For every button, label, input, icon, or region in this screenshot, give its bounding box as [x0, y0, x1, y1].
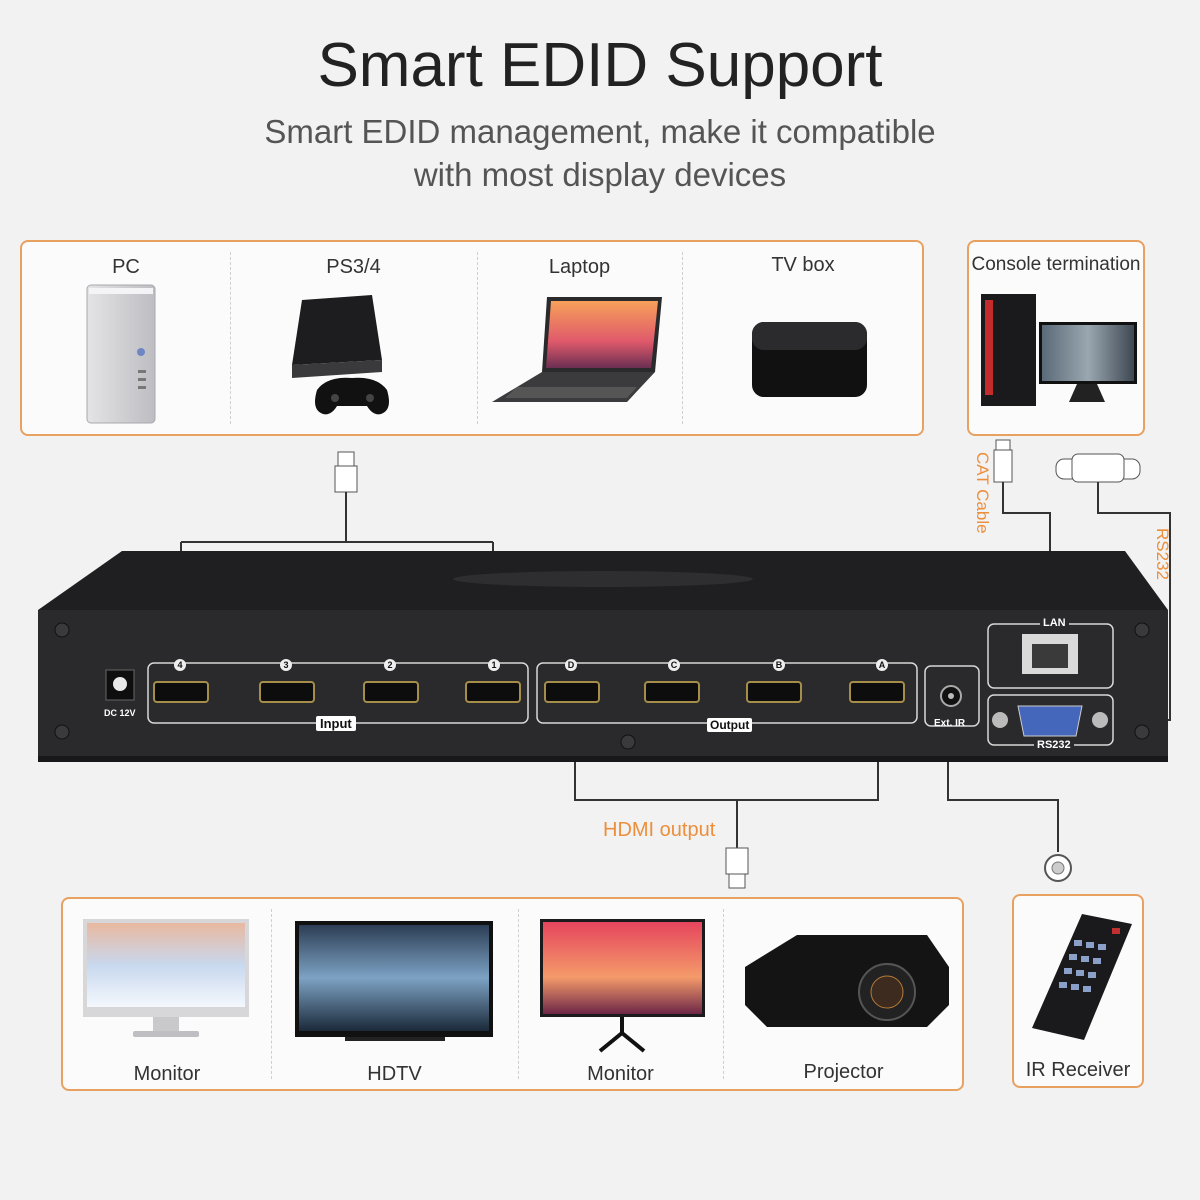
display-monitor-1: Monitor: [63, 899, 271, 1089]
remote-control-icon: [1032, 914, 1132, 1040]
ir-jack-icon: [1044, 854, 1072, 882]
rj45-plug-icon: [993, 439, 1013, 483]
source-tvbox: TV box: [682, 242, 924, 434]
lan-label: LAN: [1040, 617, 1069, 629]
hdmi-plug-icon: [725, 847, 749, 889]
rs232-port-label: RS232: [1034, 739, 1074, 751]
display-projector: Projector: [723, 899, 964, 1089]
input-port-number: 4: [174, 659, 186, 671]
divider: [723, 909, 724, 1079]
dc-power-label: DC 12V: [104, 708, 136, 718]
output-port-letter: A: [876, 659, 888, 671]
ir-panel: IR Receiver: [1012, 894, 1144, 1088]
display-label: Projector: [803, 1061, 884, 1083]
display-label: Monitor: [587, 1063, 654, 1085]
source-label: PC: [112, 256, 140, 278]
console-label: Console termination: [971, 254, 1141, 275]
input-port-number: 3: [280, 659, 292, 671]
divider: [477, 252, 478, 424]
pc-tower-icon: [86, 284, 156, 424]
displays-panel: Monitor HDTV Monitor Projector: [61, 897, 964, 1091]
display-label: Monitor: [133, 1063, 201, 1085]
divider: [230, 252, 231, 424]
console-panel: Console termination: [967, 240, 1145, 436]
source-label: TV box: [771, 254, 835, 276]
source-ps: PS3/4: [230, 242, 477, 434]
divider: [271, 909, 272, 1079]
ext-ir-label: Ext. IR: [934, 718, 966, 729]
input-port-number: 2: [384, 659, 396, 671]
monitor-icon: [540, 919, 705, 1053]
rs232-cable-label: RS232: [1153, 528, 1172, 580]
sources-panel: PC PS3/4 Laptop: [20, 240, 924, 436]
db9-plug-icon: [1055, 453, 1141, 483]
divider: [518, 909, 519, 1079]
source-laptop: Laptop: [477, 242, 682, 434]
input-ports-label: Input: [316, 716, 356, 731]
cat-cable-label: CAT Cable: [973, 452, 992, 534]
output-port-letter: D: [565, 659, 577, 671]
source-pc: PC: [22, 242, 230, 434]
display-hdtv: HDTV: [271, 899, 518, 1089]
page-subtitle: Smart EDID management, make it compatibl…: [200, 110, 1000, 196]
subtitle-line-2: with most display devices: [413, 156, 787, 193]
projector-icon: [745, 935, 949, 1027]
input-port-number: 1: [488, 659, 500, 671]
subtitle-line-1: Smart EDID management, make it compatibl…: [264, 113, 936, 150]
desktop-computer-icon: [981, 294, 1137, 406]
hdmi-output-label: HDMI output: [603, 819, 716, 841]
display-label: HDTV: [367, 1063, 422, 1085]
source-label: PS3/4: [326, 256, 381, 278]
source-label: Laptop: [548, 256, 611, 278]
tv-box-icon: [752, 322, 867, 397]
tv-icon: [295, 921, 493, 1041]
divider: [682, 252, 683, 424]
output-port-letter: B: [773, 659, 785, 671]
output-ports-label: Output: [707, 718, 753, 732]
hdmi-plug-icon: [334, 451, 358, 493]
monitor-icon: [83, 919, 249, 1037]
ir-label: IR Receiver: [1025, 1059, 1131, 1081]
laptop-icon: [492, 297, 662, 402]
game-console-icon: [292, 295, 389, 415]
page-title: Smart EDID Support: [317, 31, 883, 100]
display-monitor-2: Monitor: [518, 899, 723, 1089]
output-port-letter: C: [668, 659, 680, 671]
